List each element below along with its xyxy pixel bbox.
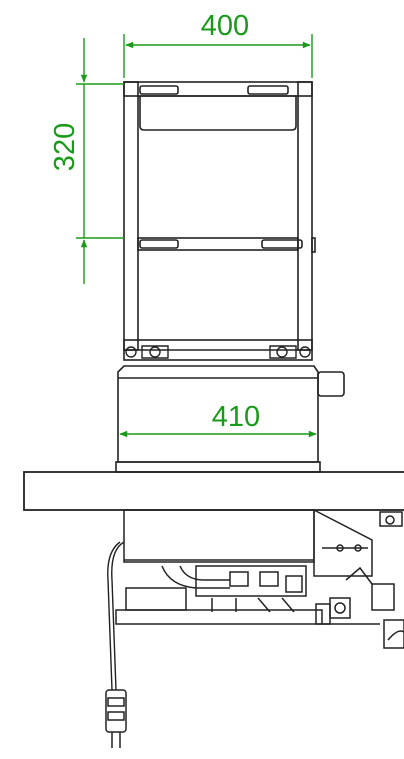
valve-body [371, 583, 395, 611]
plug-body [105, 689, 127, 733]
basket-foot [115, 461, 321, 473]
under-tank [123, 509, 315, 563]
rack-middle-clip-left [139, 239, 179, 249]
rack-right-upright [297, 81, 313, 351]
dimension-top-width [123, 34, 313, 78]
rack-hinges [125, 345, 311, 359]
rack-left-upright [123, 81, 139, 351]
hinge-left-outer [125, 346, 137, 358]
rack-top-clip-right [247, 85, 289, 95]
power-cord [107, 541, 125, 691]
right-fitting [379, 511, 403, 527]
pump-block [195, 565, 307, 597]
rack-frame [123, 81, 316, 361]
counter-top [23, 471, 404, 511]
basket-side-port [317, 371, 345, 397]
dim-rack-height-label: 320 [49, 123, 81, 171]
rack-top-clip-left [139, 85, 179, 95]
rack-top-shelf [139, 95, 297, 131]
lower-machinery [115, 508, 404, 649]
bottom-rail [115, 609, 323, 625]
motor-housing [313, 508, 373, 577]
left-box [125, 587, 187, 611]
cord-wire [111, 541, 125, 691]
hinge-right-inner [276, 346, 288, 358]
hinge-right-outer [299, 346, 311, 358]
dimension-rack-height [76, 38, 124, 284]
dim-base-width-label: 410 [212, 401, 260, 433]
hinge-left-inner [149, 346, 161, 358]
basket-body [115, 365, 345, 473]
counter-slab [23, 471, 404, 511]
rack-middle-bar [137, 237, 299, 251]
rack-middle-clip-right [261, 239, 303, 249]
dim-top-width-label: 400 [201, 10, 249, 42]
power-plug [105, 689, 127, 748]
